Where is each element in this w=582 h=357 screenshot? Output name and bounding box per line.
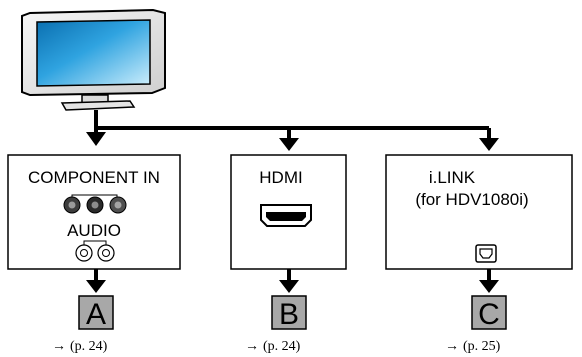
tv-icon xyxy=(21,8,166,111)
ref-arrow-icon: → xyxy=(445,339,459,354)
letter-box-c: C xyxy=(471,295,507,331)
svg-text:A: A xyxy=(86,298,106,331)
audio-jacks-icon xyxy=(75,240,115,262)
letter-box-b: B xyxy=(271,295,307,331)
component-jacks-icon xyxy=(63,194,127,214)
component-title: COMPONENT IN xyxy=(28,168,160,187)
output-arrow-icons xyxy=(86,269,499,293)
hdmi-port-icon xyxy=(260,204,312,227)
component-box: COMPONENT IN AUDIO xyxy=(7,154,181,270)
hdmi-box: HDMI xyxy=(230,154,347,270)
svg-text:(p. 24): (p. 24) xyxy=(70,339,108,354)
svg-text:C: C xyxy=(478,298,500,331)
ref-arrow-icon: → xyxy=(52,339,66,354)
ilink-port-icon xyxy=(475,244,497,263)
audio-label: AUDIO xyxy=(67,221,121,240)
ref-arrow-icon: → xyxy=(245,339,259,354)
ilink-title: i.LINK xyxy=(429,168,476,187)
svg-text:B: B xyxy=(279,298,299,331)
ilink-box: i.LINK (for HDV1080i) xyxy=(385,154,573,270)
page-ref-c: → (p. 25) xyxy=(445,339,501,354)
down-arrow-icons xyxy=(86,132,499,151)
page-ref-b: → (p. 24) xyxy=(245,339,301,354)
page-ref-a: → (p. 24) xyxy=(52,339,108,354)
letter-box-a: A xyxy=(78,295,114,331)
hdmi-title: HDMI xyxy=(259,168,302,187)
ilink-subtitle: (for HDV1080i) xyxy=(415,190,528,209)
svg-text:(p. 25): (p. 25) xyxy=(463,339,501,354)
svg-text:(p. 24): (p. 24) xyxy=(263,339,301,354)
connection-lines xyxy=(94,110,491,141)
